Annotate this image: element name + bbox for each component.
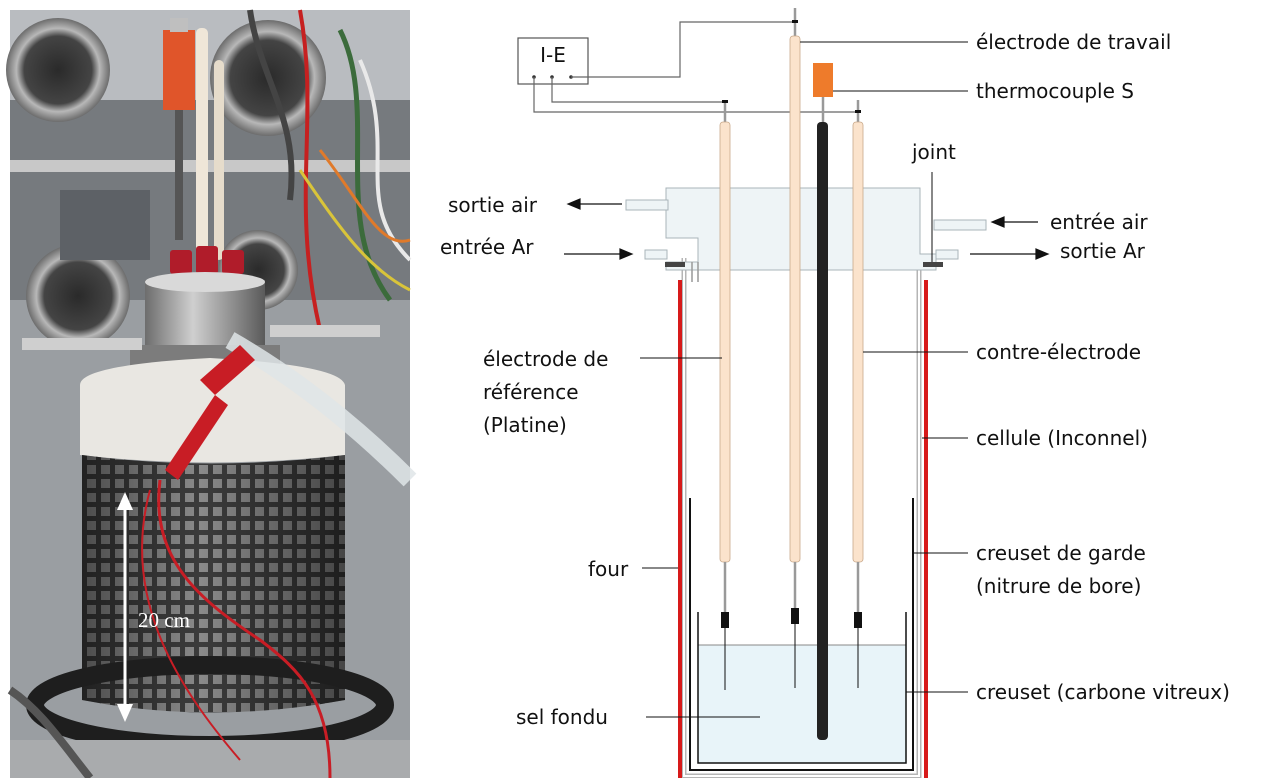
- thermocouple-rod: [817, 122, 828, 740]
- label-cell: cellule (Inconnel): [976, 426, 1148, 450]
- label-air-in: entrée air: [1050, 210, 1148, 234]
- furnace-wall-right: [924, 280, 928, 778]
- glove-port-icon: [26, 244, 130, 348]
- label-guard-crucible-2: (nitrure de bore): [976, 574, 1141, 598]
- arrow-left-icon: [566, 198, 581, 210]
- label-ref-electrode-1: électrode de: [483, 347, 608, 371]
- cell-inconnel: [681, 258, 922, 778]
- orange-connector: [163, 30, 195, 110]
- gas-arrows: [564, 198, 1050, 260]
- cell-lid: [625, 187, 987, 282]
- label-ref-electrode-2: référence: [483, 380, 579, 404]
- arrow-left-icon: [990, 216, 1005, 228]
- counter-electrode: [852, 100, 864, 688]
- ceramic-tube: [214, 60, 224, 260]
- label-ref-electrode-3: (Platine): [483, 413, 567, 437]
- guard-crucible: [689, 498, 914, 771]
- thermocouple: [813, 63, 833, 740]
- label-crucible: creuset (carbone vitreux): [976, 680, 1230, 704]
- label-furnace: four: [588, 557, 629, 581]
- label-ar-in: entrée Ar: [440, 235, 534, 259]
- joint-seal: [923, 262, 943, 267]
- potentiostat-label: I-E: [540, 43, 566, 67]
- red-clip: [200, 345, 255, 395]
- arrow-right-icon: [619, 248, 634, 260]
- label-guard-crucible-1: creuset de garde: [976, 541, 1146, 565]
- ceramic-tube: [196, 28, 208, 258]
- molten-salt: [698, 645, 906, 763]
- wiring: [533, 21, 858, 113]
- label-counter-electrode: contre-électrode: [976, 340, 1141, 364]
- arrow-right-icon: [1035, 248, 1050, 260]
- glove-port-icon: [6, 18, 110, 122]
- label-joint: joint: [911, 140, 956, 164]
- reference-electrode: [719, 100, 731, 690]
- label-working-electrode: électrode de travail: [976, 30, 1171, 54]
- label-thermocouple: thermocouple S: [976, 79, 1134, 103]
- apparatus-photo: 20 cm: [6, 9, 417, 778]
- scale-label: 20 cm: [138, 608, 190, 632]
- joint-seal: [665, 262, 685, 267]
- label-molten-salt: sel fondu: [516, 705, 608, 729]
- cell-schematic: I-E: [440, 8, 1230, 778]
- label-air-out: sortie air: [448, 193, 538, 217]
- scale-bar: [117, 492, 133, 722]
- furnace-wall-left: [678, 280, 682, 778]
- working-electrode: [789, 8, 801, 688]
- label-ar-out: sortie Ar: [1060, 239, 1146, 263]
- thermocouple-head: [813, 63, 833, 97]
- crucible: [697, 612, 907, 764]
- leader-lines: [640, 41, 968, 718]
